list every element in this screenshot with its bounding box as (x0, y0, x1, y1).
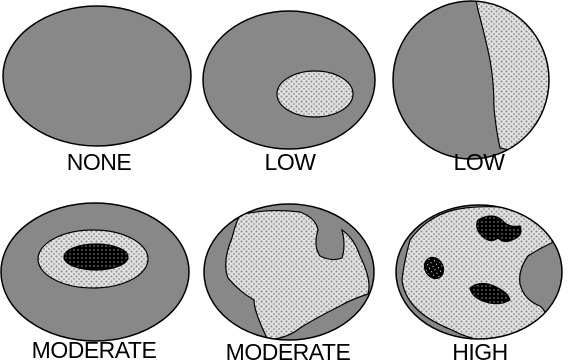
panel-label: MODERATE (226, 339, 351, 362)
panel-high: HIGH (396, 205, 562, 362)
panel-none: NONE (3, 6, 191, 175)
panel-label: NONE (67, 149, 132, 175)
panel-label: MODERATE (32, 337, 157, 362)
panel-label: HIGH (452, 339, 508, 362)
base-ellipse (3, 6, 191, 146)
stipple-region (277, 71, 353, 117)
panel-low-1: LOW (203, 11, 375, 175)
panel-low-2: LOW (393, 0, 560, 175)
panel-label: LOW (454, 149, 506, 175)
panel-moderate-2: MODERATE (204, 204, 374, 362)
panel-label: LOW (265, 149, 317, 175)
panel-moderate-1: MODERATE (1, 203, 189, 362)
dense-region (64, 244, 128, 270)
